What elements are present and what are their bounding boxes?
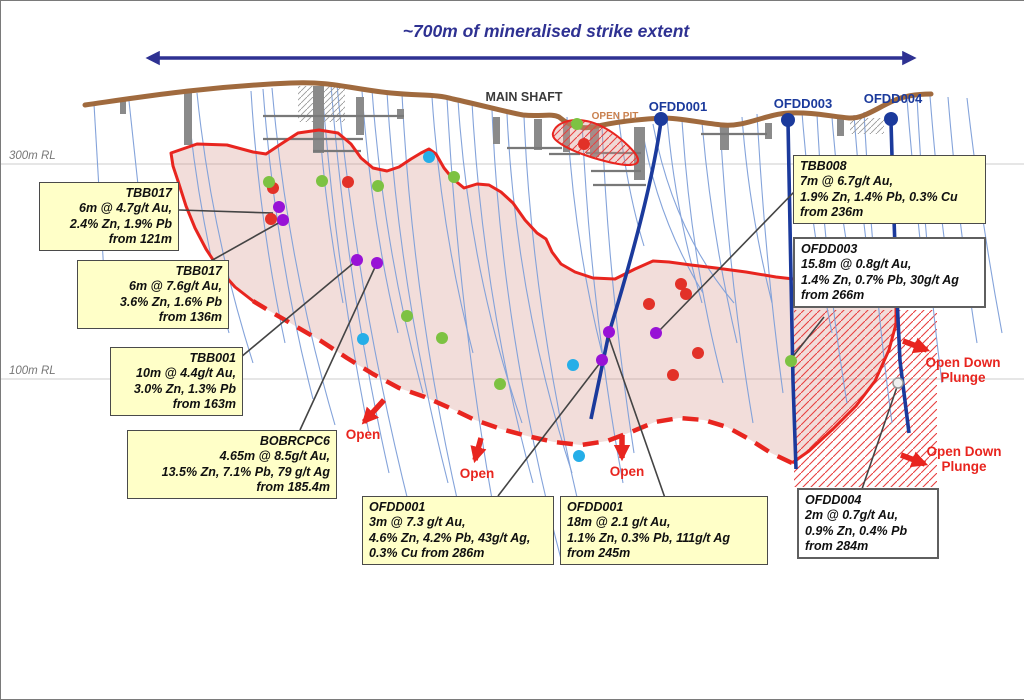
mineralised-zone-outline-dashed — [251, 299, 793, 466]
callout-hole-name: OFDD001 — [567, 500, 624, 514]
callout-line: 18m @ 2.1 g/t Au, — [567, 515, 671, 530]
mine-workings — [120, 86, 884, 187]
collar-label-ofdd004: OFDD004 — [864, 91, 923, 106]
callout-line: 6m @ 4.7g/t Au, — [79, 201, 172, 216]
callout-line: from 284m — [805, 538, 869, 553]
callout-ofdd001-west: OFDD001 3m @ 7.3 g/t Au, 4.6% Zn, 4.2% P… — [362, 496, 554, 565]
callout-line: from 185.4m — [256, 479, 330, 494]
callout-line: from 236m — [800, 204, 864, 219]
svg-text:Open Down: Open Down — [926, 355, 1001, 370]
callout-tbb017-upper: TBB017 6m @ 4.7g/t Au, 2.4% Zn, 1.9% Pb … — [39, 182, 179, 251]
callout-hole-name: OFDD004 — [805, 493, 862, 507]
callout-tbb008: TBB008 7m @ 6.7g/t Au, 1.9% Zn, 1.4% Pb,… — [793, 155, 986, 224]
mineralised-zone-fill — [171, 130, 896, 463]
rl-label-100: 100m RL — [9, 365, 56, 377]
callout-hole-name: OFDD003 — [801, 242, 858, 256]
callout-line: 2m @ 0.7g/t Au, — [805, 508, 898, 523]
callout-line: 13.5% Zn, 7.1% Pb, 79 g/t Ag — [161, 464, 330, 479]
open-label-1: Open — [346, 427, 381, 442]
callout-line: 4.65m @ 8.5g/t Au, — [219, 449, 330, 464]
open-pit-zone — [551, 118, 640, 167]
callout-hole-name: BOBRCPC6 — [259, 434, 330, 448]
callout-line: 7m @ 6.7g/t Au, — [800, 174, 893, 189]
callout-line: 2.4% Zn, 1.9% Pb — [69, 216, 172, 231]
collar-label-ofdd003: OFDD003 — [774, 96, 833, 111]
svg-text:Plunge: Plunge — [940, 370, 985, 385]
callout-hole-name: TBB008 — [800, 159, 847, 173]
callout-line: 4.6% Zn, 4.2% Pb, 43g/t Ag, — [369, 530, 531, 545]
callout-ofdd003: OFDD003 15.8m @ 0.8g/t Au, 1.4% Zn, 0.7%… — [793, 237, 986, 308]
callout-line: 3.6% Zn, 1.6% Pb — [119, 294, 222, 309]
callout-line: 0.9% Zn, 0.4% Pb — [805, 523, 908, 538]
callout-leader-lines — [178, 191, 899, 499]
callout-line: from 266m — [801, 287, 865, 302]
collar-label-ofdd001: OFDD001 — [649, 99, 708, 114]
callout-hole-name: OFDD001 — [369, 500, 426, 514]
callout-line: from 121m — [108, 231, 172, 246]
callout-line: from 163m — [172, 396, 236, 411]
callout-hole-name: TBB017 — [125, 186, 172, 200]
strike-extent-header: ~700m of mineralised strike extent — [145, 21, 917, 66]
callout-line: 1.1% Zn, 0.3% Pb, 111g/t Ag — [567, 530, 731, 545]
callout-line: 15.8m @ 0.8g/t Au, — [801, 257, 912, 272]
rl-label-300: 300m RL — [9, 150, 56, 162]
callout-line: 6m @ 7.6g/t Au, — [129, 279, 222, 294]
end-of-hole-marker — [892, 377, 904, 389]
drillhole-collars — [654, 112, 898, 127]
open-down-plunge-label-2: Open Down Plunge — [927, 444, 1002, 474]
callout-hole-name: TBB001 — [189, 351, 236, 365]
open-arrows — [361, 337, 931, 468]
callout-line: 0.3% Cu from 286m — [369, 545, 485, 560]
callout-ofdd004: OFDD004 2m @ 0.7g/t Au, 0.9% Zn, 0.4% Pb… — [797, 488, 939, 559]
callout-line: 3.0% Zn, 1.3% Pb — [133, 381, 236, 396]
callout-line: from 136m — [158, 309, 222, 324]
callout-tbb001: TBB001 10m @ 4.4g/t Au, 3.0% Zn, 1.3% Pb… — [110, 347, 243, 416]
open-label-3: Open — [610, 464, 645, 479]
open-pit-label: OPEN PIT — [592, 111, 639, 122]
main-shaft-label: MAIN SHAFT — [485, 90, 562, 104]
callout-hole-name: TBB017 — [175, 264, 222, 278]
callout-line: 1.4% Zn, 0.7% Pb, 30g/t Ag — [801, 272, 959, 287]
open-label-2: Open — [460, 466, 495, 481]
callout-bobrcpc6: BOBRCPC6 4.65m @ 8.5g/t Au, 13.5% Zn, 7.… — [127, 430, 337, 499]
callout-ofdd001-east: OFDD001 18m @ 2.1 g/t Au, 1.1% Zn, 0.3% … — [560, 496, 768, 565]
callout-line: 1.9% Zn, 1.4% Pb, 0.3% Cu — [800, 189, 958, 204]
callout-line: from 245m — [567, 545, 631, 560]
figure-title: ~700m of mineralised strike extent — [403, 21, 691, 41]
callout-line: 3m @ 7.3 g/t Au, — [369, 515, 466, 530]
drillhole-trace-ofdd001 — [589, 120, 663, 420]
callout-line: 10m @ 4.4g/t Au, — [136, 366, 236, 381]
figure-labels: 300m RL 100m RL MAIN SHAFT OPEN PIT OFDD… — [9, 90, 1002, 481]
intercept-dots — [263, 118, 904, 462]
svg-text:Open Down: Open Down — [927, 444, 1002, 459]
open-down-plunge-label-1: Open Down Plunge — [926, 355, 1001, 385]
svg-text:Plunge: Plunge — [941, 459, 986, 474]
callout-tbb017-lower: TBB017 6m @ 7.6g/t Au, 3.6% Zn, 1.6% Pb … — [77, 260, 229, 329]
